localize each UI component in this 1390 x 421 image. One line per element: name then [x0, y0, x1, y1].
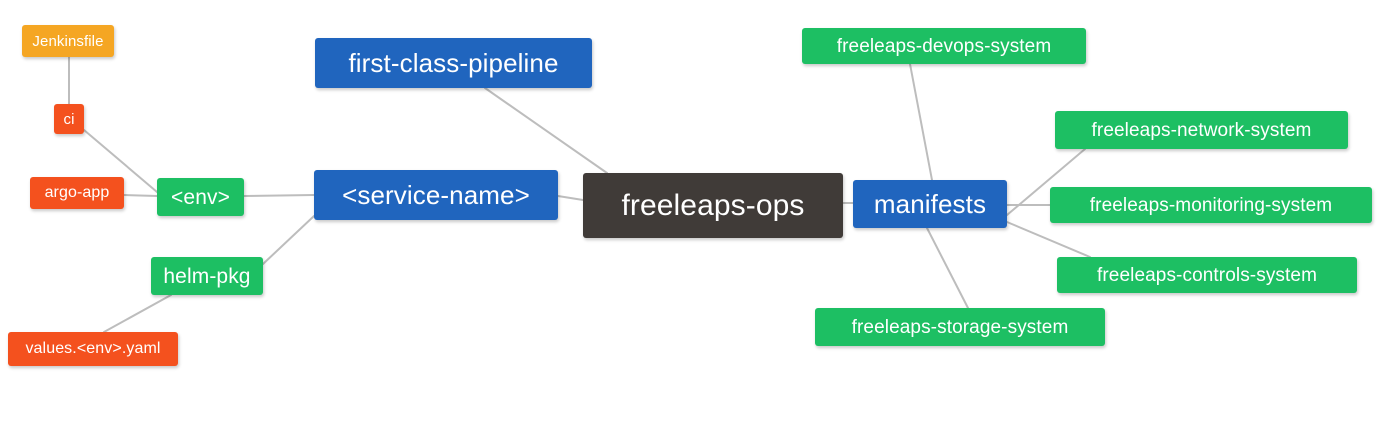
node-freeleaps-storage-system[interactable]: freeleaps-storage-system: [815, 308, 1105, 346]
node-label-values-env-yaml: values.<env>.yaml: [25, 340, 161, 357]
node-freeleaps-controls-system[interactable]: freeleaps-controls-system: [1057, 257, 1357, 293]
edge-manifests-to-freeleaps-controls-system: [1006, 221, 1091, 258]
node-freeleaps-ops[interactable]: freeleaps-ops: [583, 173, 843, 238]
edge-manifests-to-freeleaps-devops-system: [909, 63, 933, 181]
node-freeleaps-devops-system[interactable]: freeleaps-devops-system: [802, 28, 1086, 64]
node-Jenkinsfile[interactable]: Jenkinsfile: [22, 25, 114, 57]
edge-env-to-service-name: [243, 194, 315, 197]
node-values-env-yaml[interactable]: values.<env>.yaml: [8, 332, 178, 366]
node-manifests[interactable]: manifests: [853, 180, 1007, 228]
node-label-env: <env>: [171, 185, 230, 209]
node-service-name[interactable]: <service-name>: [314, 170, 558, 220]
node-freeleaps-network-system[interactable]: freeleaps-network-system: [1055, 111, 1348, 149]
node-label-Jenkinsfile: Jenkinsfile: [32, 32, 104, 50]
node-label-manifests: manifests: [873, 189, 987, 219]
node-label-freeleaps-ops: freeleaps-ops: [621, 188, 805, 222]
node-label-first-class-pipeline: first-class-pipeline: [348, 48, 559, 78]
node-argo-app[interactable]: argo-app: [30, 177, 124, 209]
edge-service-name-to-helm-pkg: [262, 215, 315, 265]
node-label-freeleaps-devops-system: freeleaps-devops-system: [836, 35, 1052, 57]
edge-service-name-to-freeleaps-ops: [557, 195, 584, 201]
edge-argo-app-to-env: [123, 194, 158, 197]
edge-first-class-pipeline-to-freeleaps-ops: [484, 87, 608, 174]
node-label-helm-pkg: helm-pkg: [163, 264, 251, 288]
node-label-freeleaps-storage-system: freeleaps-storage-system: [851, 316, 1069, 338]
node-env[interactable]: <env>: [157, 178, 244, 216]
edge-manifests-to-freeleaps-storage-system: [926, 227, 969, 309]
node-ci[interactable]: ci: [54, 104, 84, 134]
node-label-ci: ci: [63, 110, 75, 128]
node-label-freeleaps-controls-system: freeleaps-controls-system: [1096, 264, 1318, 286]
node-helm-pkg[interactable]: helm-pkg: [151, 257, 263, 295]
node-first-class-pipeline[interactable]: first-class-pipeline: [315, 38, 592, 88]
node-label-freeleaps-monitoring-system: freeleaps-monitoring-system: [1089, 194, 1333, 216]
node-label-argo-app: argo-app: [44, 184, 110, 201]
edge-helm-pkg-to-values-env-yaml: [103, 294, 172, 333]
node-freeleaps-monitoring-system[interactable]: freeleaps-monitoring-system: [1050, 187, 1372, 223]
node-label-service-name: <service-name>: [342, 180, 530, 210]
node-label-freeleaps-network-system: freeleaps-network-system: [1091, 119, 1312, 141]
